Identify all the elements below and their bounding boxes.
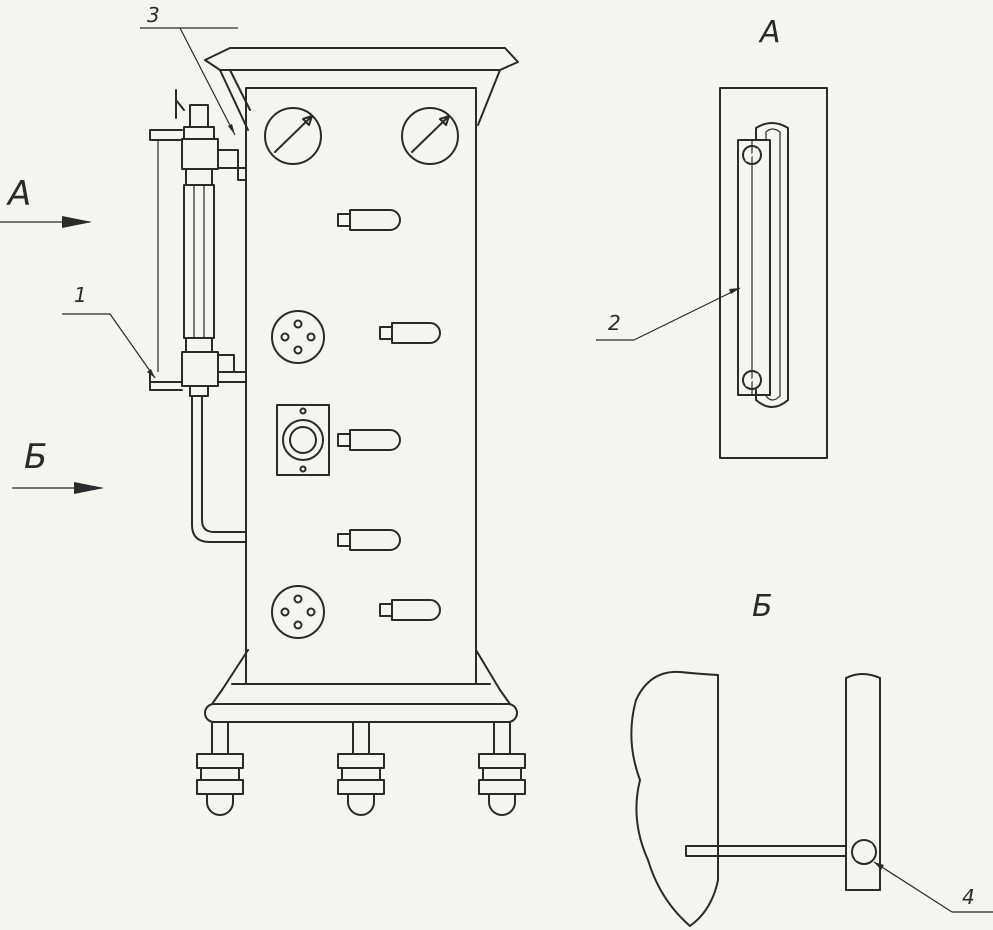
caster-wheel — [196, 721, 244, 816]
valve-handle — [379, 599, 441, 621]
flange-connector — [271, 310, 325, 364]
callout-3: 3 — [140, 3, 238, 136]
view-arrow-b-label: Б — [24, 437, 47, 477]
view-a-title: А — [758, 15, 781, 50]
cabinet-front-view — [196, 47, 526, 816]
flange-connector — [271, 585, 325, 639]
view-arrow-b: Б — [12, 437, 104, 494]
callout-1-label: 1 — [74, 283, 87, 307]
callout-4: 4 — [873, 861, 993, 913]
callout-2-label: 2 — [608, 311, 621, 335]
valve-handle — [337, 209, 401, 231]
callout-3-label: 3 — [147, 3, 160, 27]
pressure-gauge-right — [401, 107, 459, 165]
level-gauge-assembly — [149, 89, 247, 543]
caster-wheel — [337, 721, 385, 816]
valve-handle — [337, 429, 401, 451]
pressure-gauge-left — [264, 107, 322, 165]
valve-handle — [379, 322, 441, 344]
view-b-detail: Б — [630, 589, 881, 927]
callout-1: 1 — [62, 283, 156, 379]
callout-2: 2 — [596, 287, 741, 341]
cabinet-body — [245, 87, 477, 685]
socket-plate — [276, 404, 330, 476]
view-a-detail: А — [719, 15, 828, 459]
view-arrow-a-label: А — [6, 174, 31, 214]
view-arrow-a: А — [0, 174, 92, 228]
view-b-title: Б — [752, 589, 773, 624]
callout-4-label: 4 — [962, 885, 975, 909]
valve-handle — [337, 529, 401, 551]
caster-wheel — [478, 721, 526, 816]
